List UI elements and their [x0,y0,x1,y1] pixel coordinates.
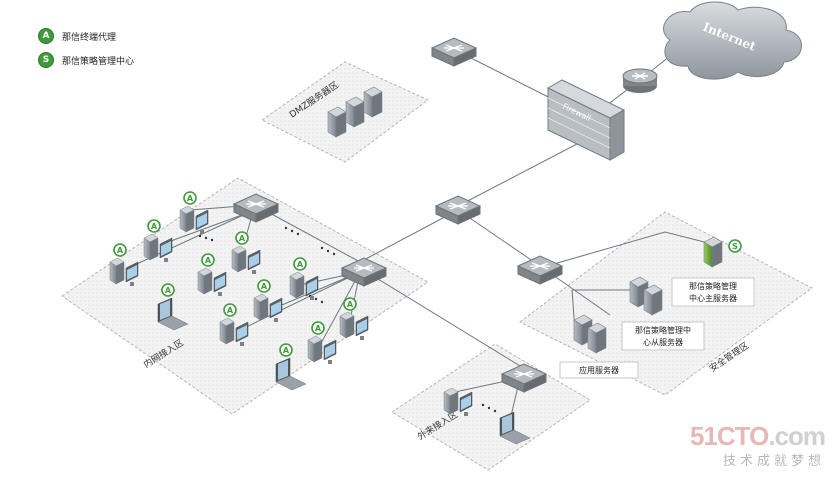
main-server-caption: 那信策略管理 中心主服务器 [671,277,755,307]
agent-badge-icon: A [279,343,293,357]
intranet-pc-icon: A [109,243,139,286]
switch-top-icon [430,37,478,67]
watermark-tagline: 技术成就梦想 [722,454,825,469]
svg-text:A: A [165,286,172,295]
ellipsis-dots [198,226,497,413]
svg-text:A: A [151,222,158,231]
intranet-switch-1-icon [232,193,280,223]
legend-item-agent: A 那信终端代理 [38,24,134,48]
svg-text:S: S [732,242,738,251]
backup-server-caption: 那信策略管理中 心从服务器 [621,321,705,351]
legend: A 那信终端代理 S 那信策略管理中心 [38,24,134,72]
terminal-agent-icon: A [38,28,54,44]
agent-badge-icon: A [161,283,175,297]
security-switch-icon [516,255,564,285]
svg-text:A: A [347,300,354,309]
firewall-icon: Firewall [546,79,626,161]
svg-text:A: A [117,246,124,255]
agent-badge-icon: A [201,253,215,267]
intranet-pc-icon: A [179,191,209,234]
watermark: 51CTO.com 技术成就梦想 [689,421,826,469]
external-pc-icon [443,387,473,416]
intranet-pc-icon: A [253,279,283,322]
legend-agent-label: 那信终端代理 [62,32,117,43]
policy-center-icon: S [38,52,54,68]
internet-cloud: Internet [663,1,802,80]
svg-text:A: A [315,324,322,333]
watermark-logo-dot: .com [768,421,826,451]
dmz-server-2-icon [345,96,365,128]
watermark-logo: 51CTO.com [689,421,826,452]
svg-text:A: A [227,306,234,315]
agent-badge-icon: A [183,191,197,205]
svg-text:A: A [283,346,290,355]
dmz-server-3-icon [363,86,383,118]
intranet-pc-icon: A [231,231,261,274]
agent-badge-icon: A [257,279,271,293]
intranet-pc-icon: A [339,297,369,340]
svg-text:A: A [297,260,304,269]
legend-center-label: 那信策略管理中心 [62,56,135,67]
svg-text:A: A [261,282,268,291]
app-server-2-icon [587,322,607,354]
backup-server-line-2: 心从服务器 [643,337,683,347]
agent-badge-icon: A [113,243,127,257]
backup-server-line-1: 那信策略管理中 [635,325,691,335]
agent-badge-icon: A [311,321,325,335]
app-server-caption: 应用服务器 [559,361,639,379]
svg-text:A: A [239,234,246,243]
intranet-pc-icon: A [289,257,319,300]
external-switch-icon [500,363,548,393]
external-laptop-icon [499,411,531,445]
intranet-pc-icon: A [219,303,249,346]
intranet-switch-2-icon [340,257,388,287]
switches [232,37,564,393]
policy-main-server-icon [703,236,723,268]
router-icon [622,68,658,93]
watermark-logo-main: 51CTO [689,421,769,451]
agent-badge-icon: A [235,231,249,245]
agent-badge-icon: A [147,219,161,233]
intranet-laptop-icon: A [275,343,307,391]
main-server-line-2: 中心主服务器 [689,293,737,303]
main-server-line-1: 那信策略管理 [689,281,737,291]
dmz-server-1-icon [327,106,347,138]
policy-center-badge-icon: S [728,239,742,253]
intranet-laptop-icon: A [157,283,189,331]
legend-item-center: S 那信策略管理中心 [38,48,134,72]
agent-badge-icon: A [293,257,307,271]
agent-badge-icon: A [223,303,237,317]
devices: A A A A A A A A A A A A S [109,86,742,445]
svg-text:A: A [187,194,194,203]
intranet-pc-icon: A [307,321,337,364]
policy-backup-server-2-icon [643,284,663,316]
intranet-pc-icon: A [143,219,173,262]
core-switch-icon [434,195,482,225]
app-server-label: 应用服务器 [579,365,619,375]
intranet-pc-icon: A [197,253,227,296]
agent-badge-icon: A [343,297,357,311]
svg-text:A: A [205,256,212,265]
